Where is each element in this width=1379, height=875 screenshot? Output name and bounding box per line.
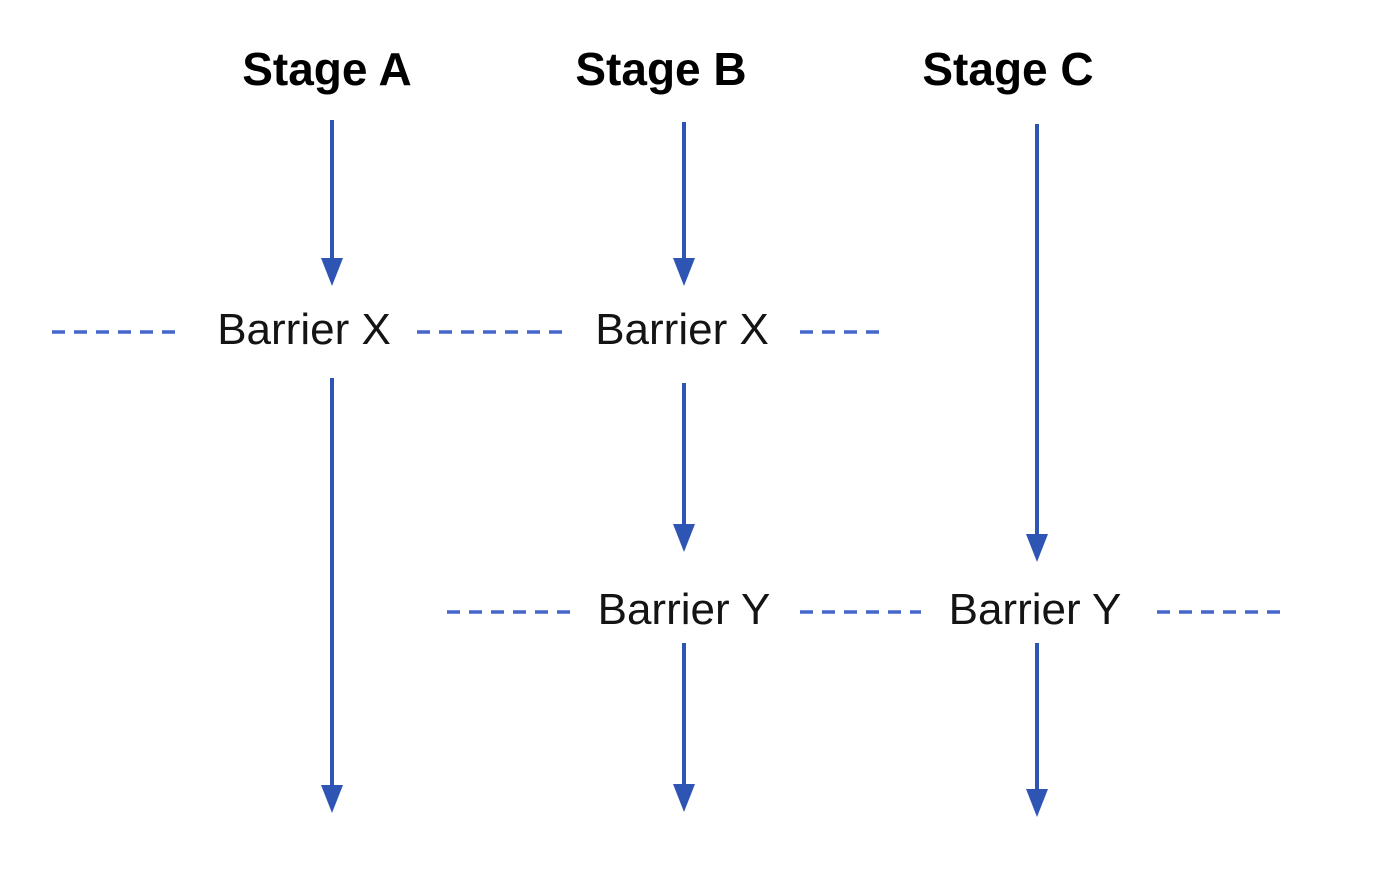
stage-c-arrowhead-bottom-icon: [1026, 789, 1048, 817]
barrier-y-label-stage-b: Barrier Y: [597, 585, 771, 634]
stage-a-arrowhead-bottom-icon: [321, 785, 343, 813]
stage-b-title: Stage B: [575, 43, 747, 95]
barrier-x-label-stage-b: Barrier X: [595, 305, 769, 354]
stage-a-title: Stage A: [242, 43, 412, 95]
stage-c-arrowhead-top-icon: [1026, 534, 1048, 562]
stage-c-title: Stage C: [922, 43, 1094, 95]
stage-b-arrowhead-top-icon: [673, 258, 695, 286]
stage-b-arrowhead-bottom-icon: [673, 784, 695, 812]
stage-b-arrowhead-middle-icon: [673, 524, 695, 552]
barrier-x-label-stage-a: Barrier X: [217, 305, 391, 354]
barrier-y-label-stage-c: Barrier Y: [948, 585, 1122, 634]
stage-a-arrowhead-top-icon: [321, 258, 343, 286]
